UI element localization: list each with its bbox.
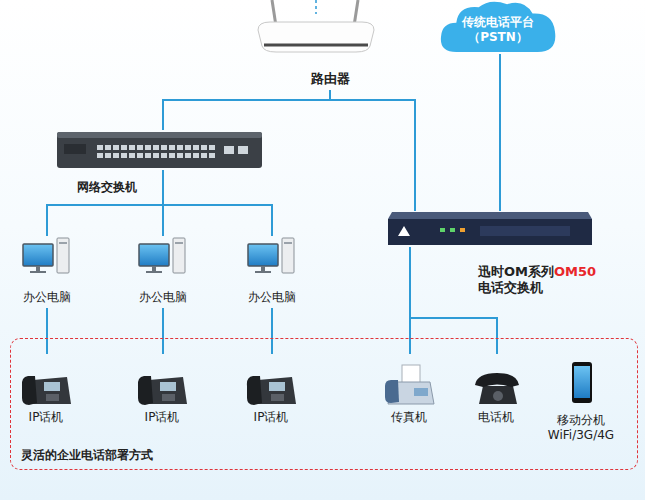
network-link <box>163 90 330 130</box>
mobile-icon <box>572 362 592 403</box>
router-node: 路由器 <box>258 0 402 90</box>
node-label: IP话机 <box>254 410 289 425</box>
node-label: 迅时OM系列 <box>478 264 554 279</box>
switch-icon <box>57 132 262 168</box>
switch-icon <box>238 146 248 154</box>
network-link <box>499 54 501 211</box>
fax-icon <box>385 365 434 404</box>
network-link <box>46 308 48 354</box>
pbx-icon <box>388 212 592 245</box>
fax-node: 传真机 <box>369 354 449 428</box>
node-label: 路由器 <box>311 71 350 87</box>
ip-phone-icon <box>247 376 296 405</box>
node-label: IP话机 <box>29 410 64 425</box>
pbx-icon <box>388 219 592 245</box>
pbx-icon <box>460 228 465 232</box>
router-icon <box>315 0 317 14</box>
node-label: OM50 <box>554 264 596 279</box>
pbx-node: 迅时OM系列OM50电话交换机 <box>388 211 592 247</box>
network-link <box>271 308 273 354</box>
cloud-shape <box>441 2 555 52</box>
node-label: 网络交换机 <box>77 180 137 195</box>
switch-icon <box>96 142 216 158</box>
pc-icon <box>23 238 69 273</box>
node-label: 移动分机 <box>557 413 605 428</box>
switch-icon <box>57 132 262 138</box>
switch-node: 网络交换机 <box>57 130 265 170</box>
deployment-band: 灵活的企业电话部署方式 IP话机 IP话机 IP话机 传真机 电话机 移动分机WiFi/3G… <box>10 338 638 470</box>
ip-phone-icon <box>138 376 187 405</box>
node-label: 办公电脑 <box>248 290 296 305</box>
ip-phone-node: IP话机 <box>6 354 86 428</box>
node-label: 传真机 <box>391 410 427 425</box>
node-label: 传统电话平台 （PSTN） <box>457 15 539 45</box>
router-icon <box>258 22 374 52</box>
desk-phone-icon <box>493 391 503 401</box>
switch-icon <box>224 146 234 154</box>
node-label: 电话交换机 <box>478 280 596 296</box>
node-label: 办公电脑 <box>139 290 187 305</box>
pbx-icon <box>480 226 570 236</box>
node-label: 灵活的企业电话部署方式 <box>21 448 153 463</box>
mobile-node: 移动分机WiFi/3G/4G <box>539 354 623 446</box>
node-label: 办公电脑 <box>23 290 71 305</box>
label-group: 迅时OM系列OM50电话交换机 <box>478 261 596 297</box>
ip-phone-node: IP话机 <box>231 354 311 428</box>
pstn-cloud: 传统电话平台 （PSTN） <box>436 0 560 54</box>
ip-phone-node: IP话机 <box>122 354 202 428</box>
pbx-icon <box>440 228 445 232</box>
network-link <box>162 308 164 354</box>
switch-icon <box>57 132 262 168</box>
ip-phone-icon <box>22 376 71 405</box>
node-label: IP话机 <box>145 410 180 425</box>
node-label: 电话机 <box>478 410 514 425</box>
fax-icon <box>385 380 399 403</box>
network-link <box>330 90 415 211</box>
network-link <box>163 170 272 236</box>
desk-phone-icon <box>475 373 519 387</box>
ip-phone-icons <box>22 376 296 405</box>
node-label: WiFi/3G/4G <box>548 428 614 443</box>
mobile-icon <box>572 362 592 403</box>
desk-phone-icon <box>479 386 517 404</box>
router-icon <box>258 0 374 52</box>
pc-icon <box>139 238 185 273</box>
pc-node: 办公电脑 <box>7 236 87 308</box>
desk-phone-icon <box>475 373 519 404</box>
pc-node: 办公电脑 <box>123 236 203 308</box>
fax-icon <box>402 365 420 383</box>
pc-node: 办公电脑 <box>232 236 312 308</box>
fax-icon <box>414 388 428 396</box>
switch-icon <box>64 144 86 154</box>
label-group: 网络交换机 <box>77 180 137 195</box>
router-icon <box>264 44 368 47</box>
mobile-icon <box>574 366 590 398</box>
pc-icon <box>248 238 294 273</box>
pbx-icon <box>398 226 410 236</box>
pc-icons <box>23 238 294 273</box>
label-line: 迅时OM系列OM50 <box>478 261 596 280</box>
pbx-icon <box>388 212 592 219</box>
phone-node: 电话机 <box>456 354 536 428</box>
pbx-icon <box>450 228 455 232</box>
network-link <box>47 170 163 236</box>
